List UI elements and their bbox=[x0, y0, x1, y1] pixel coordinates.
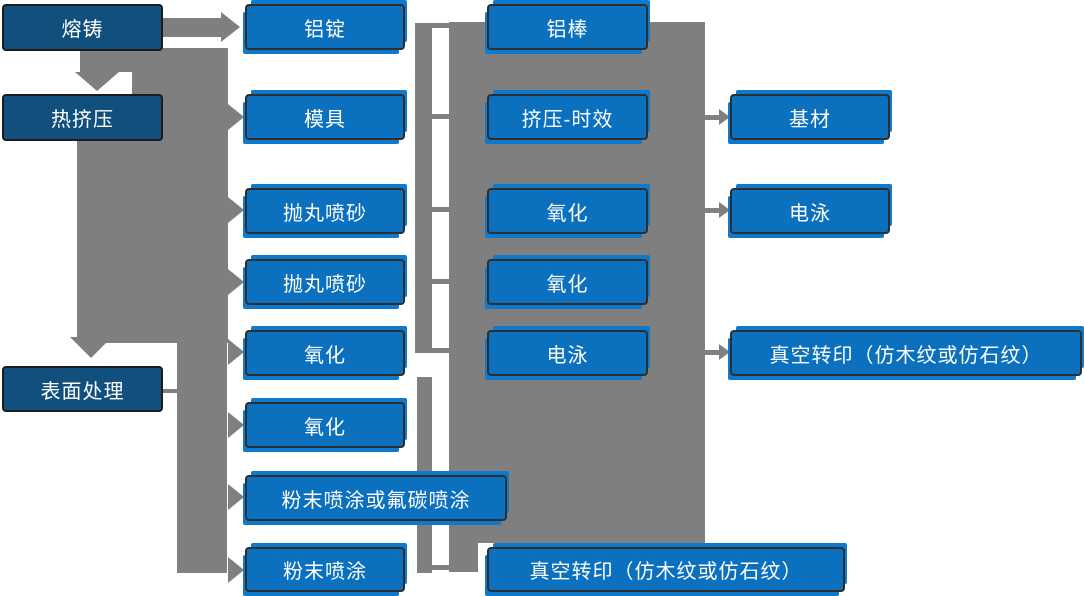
node-vacuum-transfer-print-1: 真空转印（仿木纹或仿石纹） bbox=[487, 547, 845, 592]
node-extrusion-aging: 挤压-时效 bbox=[487, 94, 648, 140]
connector-to-electrophoresis bbox=[705, 208, 719, 213]
connector-tick bbox=[432, 565, 449, 570]
connector-surface-treatment-branch bbox=[177, 343, 227, 573]
connector-under-casting bbox=[80, 48, 132, 72]
node-shot-blasting-1: 抛丸喷砂 bbox=[245, 188, 405, 234]
arrow-right-icon bbox=[221, 12, 240, 42]
connector-tick bbox=[432, 23, 449, 28]
node-vacuum-transfer-print-2: 真空转印（仿木纹或仿石纹） bbox=[730, 330, 1082, 376]
node-oxidation-4: 氧化 bbox=[487, 259, 648, 305]
node-base-material: 基材 bbox=[730, 94, 890, 140]
arrow-down-icon bbox=[70, 337, 112, 358]
arrow-right-icon bbox=[228, 104, 244, 130]
node-hot-extrusion: 热挤压 bbox=[2, 94, 163, 141]
arrow-right-icon bbox=[719, 344, 730, 360]
connector-to-vacuum-transfer bbox=[705, 350, 719, 355]
connector-main-block-lower bbox=[77, 141, 228, 343]
arrow-right-icon bbox=[228, 412, 244, 438]
arrow-right-icon bbox=[228, 484, 244, 510]
connector-casting-to-ingot bbox=[163, 18, 222, 37]
node-surface-treatment: 表面处理 bbox=[2, 366, 163, 412]
connector-tick bbox=[432, 114, 449, 119]
node-melting-casting: 熔铸 bbox=[2, 4, 163, 51]
node-shot-blasting-2: 抛丸喷砂 bbox=[245, 259, 405, 305]
node-aluminum-ingot: 铝锭 bbox=[245, 4, 405, 50]
connector-collector-bar-upper bbox=[415, 23, 432, 353]
arrow-down-icon bbox=[75, 72, 119, 91]
connector-to-base-material bbox=[705, 115, 719, 120]
arrow-right-icon bbox=[228, 197, 244, 223]
node-powder-coating: 粉末喷涂 bbox=[245, 547, 405, 592]
connector-surface-treatment-link bbox=[163, 389, 177, 393]
arrow-right-icon bbox=[719, 202, 730, 218]
arrow-right-icon bbox=[719, 109, 730, 125]
arrow-right-icon bbox=[228, 269, 244, 295]
node-powder-or-fluorocarbon-coating: 粉末喷涂或氟碳喷涂 bbox=[245, 475, 507, 521]
connector-tick bbox=[432, 348, 449, 353]
node-oxidation-2: 氧化 bbox=[245, 402, 405, 448]
connector-center-block-stub bbox=[449, 543, 478, 572]
node-electrophoresis-2: 电泳 bbox=[730, 188, 890, 234]
connector-tick bbox=[432, 207, 449, 212]
node-electrophoresis-1: 电泳 bbox=[487, 330, 648, 376]
arrow-right-icon bbox=[228, 339, 244, 365]
node-mold: 模具 bbox=[245, 94, 405, 140]
arrow-right-icon bbox=[228, 557, 244, 583]
node-oxidation-3: 氧化 bbox=[487, 188, 648, 234]
node-oxidation-1: 氧化 bbox=[245, 330, 405, 376]
connector-tick bbox=[432, 279, 449, 284]
node-aluminum-rod: 铝棒 bbox=[487, 4, 648, 50]
